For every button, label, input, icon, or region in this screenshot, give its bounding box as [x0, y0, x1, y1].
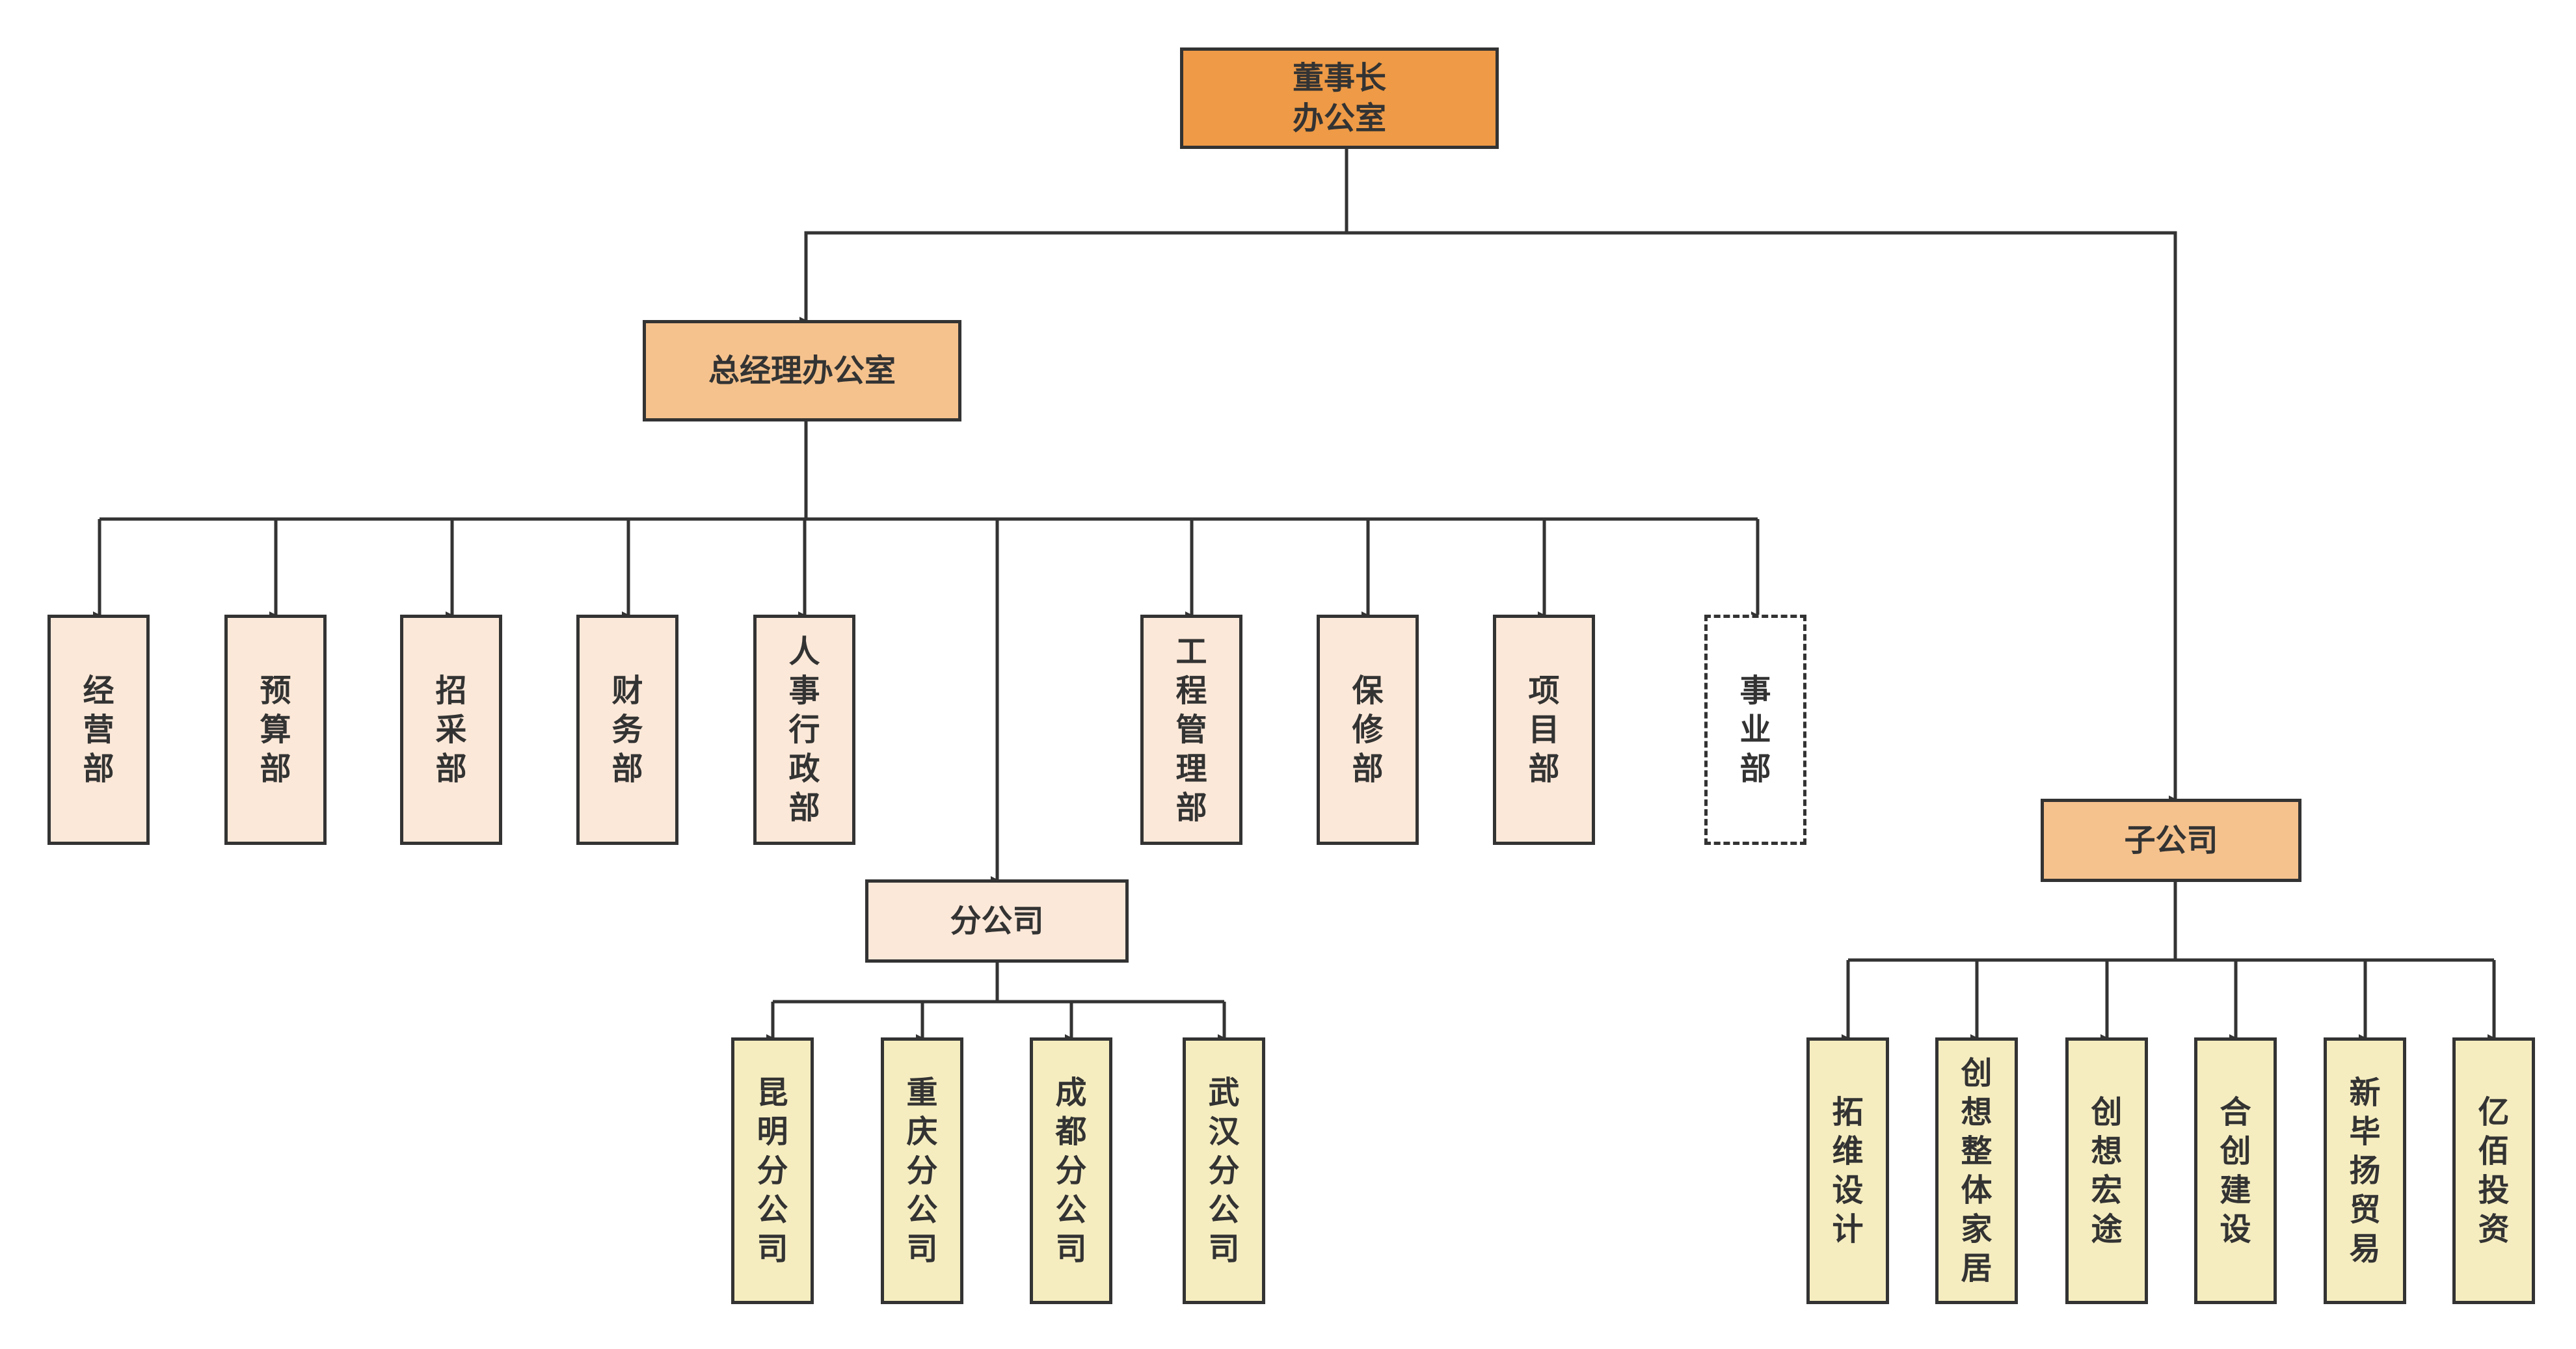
- dept-label: 招采部: [435, 673, 467, 787]
- connector-to-subsidiary: [1347, 231, 2177, 802]
- dept-label: 工程管理部: [1175, 634, 1207, 826]
- dept-label: 事业部: [1739, 673, 1771, 787]
- branch-child-wuhan[interactable]: 武汉分公司: [1183, 1037, 1265, 1304]
- subsidiary-child-label: 创想宏途: [2091, 1093, 2123, 1249]
- chairman-office-label: 董事长 办公室: [1292, 60, 1386, 137]
- branch-child-label: 重庆分公司: [906, 1073, 938, 1268]
- gm-office-label: 总经理办公室: [708, 353, 896, 389]
- chairman-office-node[interactable]: 董事长 办公室: [1180, 47, 1499, 149]
- dept-label: 保修部: [1352, 673, 1384, 787]
- subsidiary-child-chuangxiang-home[interactable]: 创想整体家居: [1935, 1037, 2018, 1304]
- subsidiary-child-chuangxiang-hongtu[interactable]: 创想宏途: [2065, 1037, 2148, 1304]
- subsidiary-label: 子公司: [2124, 822, 2218, 859]
- subsidiary-child-hechuang[interactable]: 合创建设: [2194, 1037, 2277, 1304]
- branch-child-label: 昆明分公司: [757, 1073, 788, 1268]
- subsidiary-child-tuowei[interactable]: 拓维设计: [1806, 1037, 1889, 1304]
- dept-node-budget[interactable]: 预算部: [224, 615, 327, 845]
- subsidiary-child-label: 拓维设计: [1832, 1093, 1864, 1249]
- dept-label: 项目部: [1528, 673, 1560, 787]
- dept-label: 财务部: [611, 673, 643, 787]
- dept-node-operations[interactable]: 经营部: [47, 615, 150, 845]
- connector-to-gm-office: [799, 231, 1347, 323]
- dept-node-hr-admin[interactable]: 人事行政部: [753, 615, 855, 845]
- gm-office-node[interactable]: 总经理办公室: [643, 320, 961, 421]
- subsidiary-node[interactable]: 子公司: [2041, 799, 2301, 882]
- dept-node-engineering[interactable]: 工程管理部: [1140, 615, 1242, 845]
- dept-label: 人事行政部: [788, 634, 820, 826]
- branch-child-label: 成都分公司: [1055, 1073, 1087, 1268]
- subsidiary-child-label: 创想整体家居: [1961, 1054, 1992, 1288]
- subsidiary-child-label: 合创建设: [2220, 1093, 2251, 1249]
- dept-node-finance[interactable]: 财务部: [576, 615, 678, 845]
- dept-node-procurement[interactable]: 招采部: [400, 615, 502, 845]
- subsidiary-child-label: 亿佰投资: [2478, 1093, 2510, 1249]
- dept-label: 经营部: [83, 673, 114, 787]
- dept-node-project[interactable]: 项目部: [1493, 615, 1595, 845]
- dept-label: 预算部: [260, 673, 291, 787]
- branch-child-chengdu[interactable]: 成都分公司: [1030, 1037, 1112, 1304]
- dept-node-business-unit[interactable]: 事业部: [1704, 615, 1806, 845]
- dept-node-warranty[interactable]: 保修部: [1317, 615, 1419, 845]
- branch-child-kunming[interactable]: 昆明分公司: [731, 1037, 814, 1304]
- subsidiary-child-yibai[interactable]: 亿佰投资: [2452, 1037, 2535, 1304]
- branch-child-label: 武汉分公司: [1208, 1073, 1240, 1268]
- branch-child-chongqing[interactable]: 重庆分公司: [881, 1037, 963, 1304]
- branch-node[interactable]: 分公司: [865, 879, 1129, 963]
- subsidiary-child-label: 新毕扬贸易: [2349, 1073, 2381, 1268]
- branch-label: 分公司: [950, 903, 1044, 939]
- subsidiary-child-xinbiyang[interactable]: 新毕扬贸易: [2324, 1037, 2406, 1304]
